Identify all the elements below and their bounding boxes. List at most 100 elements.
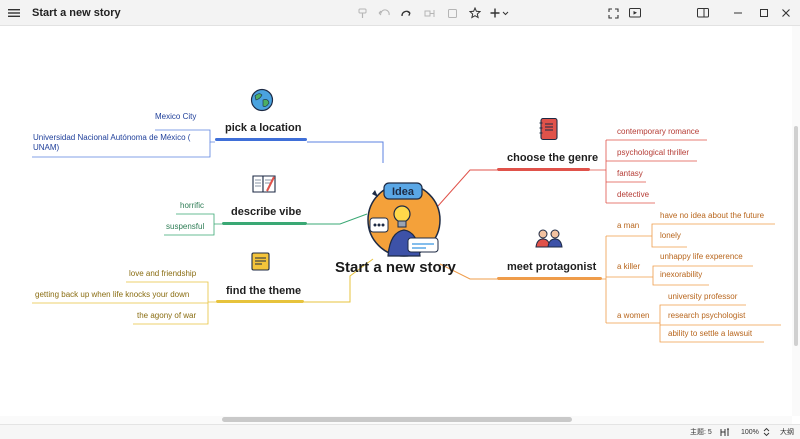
root-to-vibe-line — [307, 213, 368, 225]
connector-lines — [32, 129, 781, 343]
protagonist-underline — [497, 277, 602, 280]
present-button[interactable] — [627, 0, 643, 26]
status-bar: 主题: 5 100% 大纲 — [0, 424, 800, 439]
genre-lines — [590, 139, 707, 204]
menu-icon — [8, 9, 20, 17]
root-to-protagonist-line — [439, 263, 497, 280]
root-topic[interactable]: Start a new story — [335, 259, 456, 276]
chevron-down-icon — [502, 11, 509, 16]
subtopic-suspensful[interactable]: suspensful — [166, 222, 205, 231]
copy-format-icon — [358, 8, 366, 18]
theme-underline — [216, 300, 304, 303]
document-title: Start a new story — [32, 7, 121, 19]
women-lines — [654, 304, 781, 343]
vibe-underline — [222, 222, 307, 225]
subtopic-contemporary-romance[interactable]: contemporary romance — [617, 127, 700, 136]
protagonist-lines — [602, 235, 654, 324]
globe-icon — [250, 88, 274, 112]
sidebar-icon — [697, 8, 709, 18]
location-underline — [215, 138, 307, 141]
subtopic-fantasy[interactable]: fantasy — [617, 169, 643, 178]
subtopic-research-psychologist[interactable]: research psychologist — [668, 311, 746, 320]
root-to-location-line — [307, 141, 384, 163]
location-line-2 — [32, 142, 211, 158]
zoom-stepper[interactable] — [763, 425, 770, 439]
topic-pick-location[interactable]: pick a location — [225, 122, 302, 134]
subtopic-no-idea-future[interactable]: have no idea about the future — [660, 211, 765, 220]
favorite-button[interactable] — [467, 0, 483, 26]
fit-screen-icon — [607, 7, 619, 19]
undo-icon — [378, 9, 390, 16]
topic-describe-vibe[interactable]: describe vibe — [231, 206, 302, 218]
maximize-button[interactable] — [756, 0, 772, 26]
redo-button[interactable] — [398, 0, 414, 26]
present-icon — [629, 8, 641, 18]
subtopic-horrific[interactable]: horrific — [180, 201, 205, 210]
insert-topic-icon — [424, 9, 434, 17]
outline-icon — [720, 428, 729, 436]
subtopic-settle-lawsuit[interactable]: ability to settle a lawsuit — [668, 329, 753, 338]
vibe-lines — [164, 213, 222, 236]
location-line-1 — [155, 129, 215, 143]
redo-icon — [401, 10, 411, 17]
horizontal-scrollbar[interactable] — [0, 416, 792, 424]
vertical-scrollbar[interactable] — [792, 26, 800, 416]
root-to-theme-line — [304, 258, 374, 303]
subtopic-inexorability[interactable]: inexorability — [660, 270, 703, 279]
man-lines — [648, 223, 775, 248]
subtopic-mexico-city[interactable]: Mexico City — [155, 112, 197, 121]
vertical-scroll-thumb[interactable] — [794, 126, 798, 346]
subtopic-getting-back-up[interactable]: getting back up when life knocks your do… — [35, 290, 190, 299]
root-to-genre-line — [437, 169, 497, 207]
outline-view-button[interactable] — [720, 425, 730, 439]
subtopic-psychological-thriller[interactable]: psychological thriller — [617, 148, 690, 157]
subtopic-a-man[interactable]: a man — [617, 221, 640, 230]
format-painter-button[interactable] — [354, 0, 370, 26]
fit-screen-button[interactable] — [605, 0, 621, 26]
svg-text:Idea: Idea — [392, 186, 415, 198]
close-icon — [782, 9, 790, 17]
add-icon — [490, 8, 509, 18]
star-icon — [469, 7, 481, 19]
subtopic-love-friendship[interactable]: love and friendship — [129, 269, 197, 278]
zoom-stepper-icon — [763, 427, 770, 437]
topic-meet-protagonist[interactable]: meet protagonist — [507, 261, 597, 273]
subtopic-university-professor[interactable]: university professor — [668, 292, 738, 301]
genre-underline — [497, 168, 590, 171]
subtopic-unhappy-life[interactable]: unhappy life experence — [660, 252, 743, 261]
subtopic-lonely[interactable]: lonely — [660, 231, 681, 240]
subtopic-agony-of-war[interactable]: the agony of war — [137, 311, 197, 320]
subtopic-unam-line1[interactable]: Universidad Nacional Autónoma de México … — [33, 133, 191, 142]
insert-topic-button[interactable] — [421, 0, 437, 26]
notebook-icon — [539, 117, 558, 141]
people-icon — [535, 229, 563, 248]
maximize-icon — [760, 9, 768, 17]
zoom-level[interactable]: 100% — [741, 428, 759, 436]
minimize-icon — [734, 12, 742, 14]
insert-subtopic-button[interactable] — [444, 0, 460, 26]
horizontal-scroll-thumb[interactable] — [222, 417, 572, 422]
sticky-note-icon — [251, 252, 270, 271]
theme-lines — [32, 281, 216, 325]
add-menu-button[interactable] — [489, 0, 511, 26]
subtopic-a-killer[interactable]: a killer — [617, 262, 641, 271]
sidebar-toggle-button[interactable] — [694, 0, 712, 26]
minimize-button[interactable] — [730, 0, 746, 26]
idea-illustration-icon: Idea — [367, 182, 441, 257]
book-icon — [252, 175, 276, 193]
undo-button[interactable] — [376, 0, 392, 26]
topic-choose-genre[interactable]: choose the genre — [507, 152, 599, 164]
topic-count: 主题: 5 — [690, 429, 712, 436]
killer-lines — [650, 265, 753, 286]
menu-button[interactable] — [4, 0, 24, 26]
mindmap-canvas[interactable]: Idea Start a new story pick a location M… — [0, 26, 800, 424]
close-button[interactable] — [778, 0, 794, 26]
title-bar: Start a new story — [0, 0, 800, 26]
subtopic-unam-line2[interactable]: UNAM) — [33, 143, 60, 152]
subtopic-a-women[interactable]: a women — [617, 311, 650, 320]
outline-mode-label[interactable]: 大纲 — [780, 429, 794, 436]
subtopic-detective[interactable]: detective — [617, 190, 650, 199]
topic-find-theme[interactable]: find the theme — [226, 285, 302, 297]
insert-subtopic-icon — [447, 8, 457, 18]
